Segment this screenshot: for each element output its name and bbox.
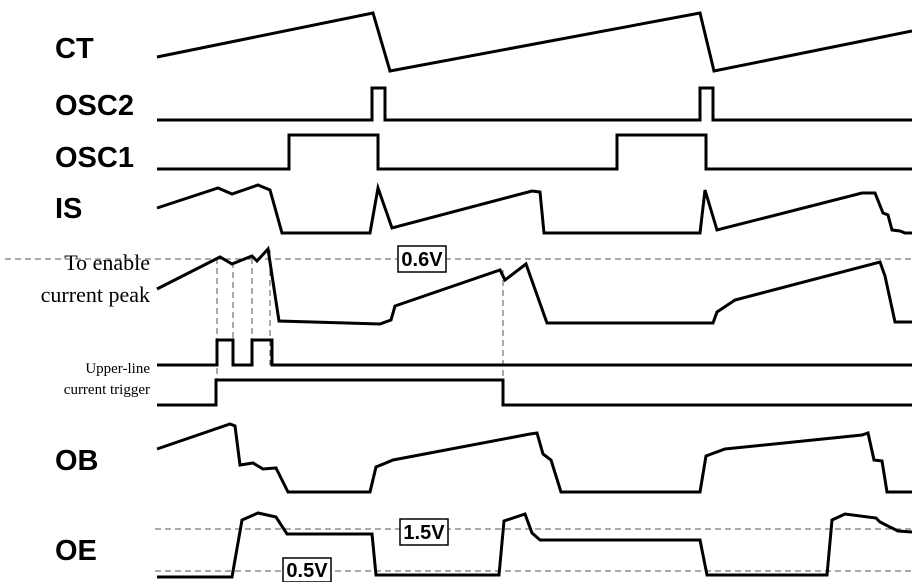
osc2-waveform <box>157 86 912 122</box>
trigger-latch-waveform <box>157 378 912 407</box>
label-enable-line2: current peak <box>41 282 150 307</box>
is-threshold-label: 0.6V <box>401 249 443 271</box>
current-peak-waveform <box>156 245 912 326</box>
label-osc1: OSC1 <box>55 142 134 174</box>
label-osc2: OSC2 <box>55 90 134 122</box>
label-ob: OB <box>55 445 99 477</box>
oe-waveform <box>157 511 912 579</box>
label-enable-line1: To enable <box>64 250 150 275</box>
label-ct: CT <box>55 33 94 65</box>
label-oe: OE <box>55 535 97 567</box>
oe-high-label-box <box>399 518 449 546</box>
is-threshold-label-box <box>397 245 447 273</box>
label-is: IS <box>55 193 82 225</box>
osc1-waveform <box>157 133 912 171</box>
oe-high-label: 1.5V <box>403 522 445 544</box>
oe-low-label-box <box>282 557 332 582</box>
is-waveform <box>156 182 912 235</box>
trigger-pulse-waveform <box>157 338 912 367</box>
label-trigger-line1: Upper-line <box>85 361 150 377</box>
label-trigger-line2: current trigger <box>64 382 150 398</box>
oe-low-label: 0.5V <box>286 560 328 582</box>
ct-waveform <box>156 11 912 73</box>
ob-waveform <box>156 422 912 494</box>
